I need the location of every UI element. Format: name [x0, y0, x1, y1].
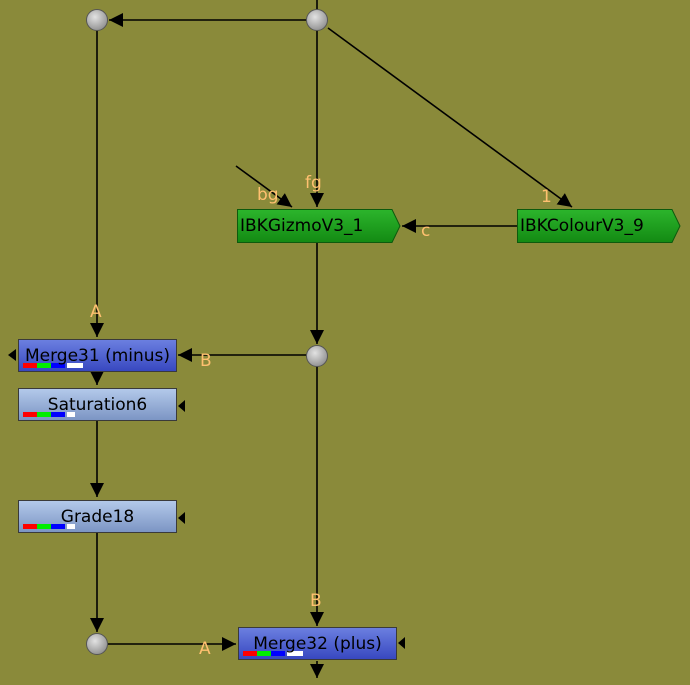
- dot-bottom-left[interactable]: [86, 633, 108, 655]
- merge31-input-a-label: A: [90, 302, 102, 322]
- grade18-mask-input-icon[interactable]: [178, 512, 185, 524]
- dot-top-left[interactable]: [86, 9, 108, 31]
- merge31-input-b-label: B: [200, 351, 212, 371]
- merge31-channel-green: [37, 363, 51, 368]
- merge31-channel-red: [23, 363, 37, 368]
- merge32-label: Merge32 (plus): [253, 634, 382, 654]
- saturation6-channel-green: [37, 412, 51, 417]
- ibkcolour-shape: [517, 209, 681, 243]
- grade18-channel-alpha: [67, 524, 75, 529]
- gizmo-input-fg-label: fg: [305, 173, 322, 193]
- merge32-channel-red: [243, 651, 257, 656]
- merge32-channel-alpha: [287, 651, 303, 656]
- node-merge32[interactable]: Merge32 (plus): [238, 627, 397, 660]
- saturation6-channel-blue: [51, 412, 65, 417]
- grade18-channel-green: [37, 524, 51, 529]
- merge31-channel-blue: [51, 363, 65, 368]
- dot-top[interactable]: [306, 9, 328, 31]
- merge31-mask-input-icon[interactable]: [8, 349, 16, 361]
- node-merge31[interactable]: Merge31 (minus): [18, 339, 177, 372]
- node-saturation6[interactable]: Saturation6: [18, 388, 177, 421]
- ibkgizmo-label: IBKGizmoV3_1: [240, 216, 364, 236]
- wire-gizmo-bg[interactable]: [235, 165, 293, 208]
- merge32-input-a-label: A: [199, 639, 211, 659]
- node-ibkcolour[interactable]: IBKColourV3_9: [517, 209, 681, 243]
- node-ibkgizmo[interactable]: IBKGizmoV3_1: [237, 209, 401, 243]
- saturation6-label: Saturation6: [47, 395, 148, 415]
- merge31-label: Merge31 (minus): [24, 346, 171, 366]
- grade18-label: Grade18: [60, 507, 135, 527]
- dot-middle[interactable]: [306, 345, 328, 367]
- grade18-channel-blue: [51, 524, 65, 529]
- merge32-input-b-label: B: [310, 591, 322, 611]
- gizmo-input-c-label: c: [421, 221, 431, 241]
- ibkgizmo-shape: [237, 209, 401, 243]
- saturation6-channel-red: [23, 412, 37, 417]
- merge32-mask-input-icon[interactable]: [398, 637, 405, 649]
- colour-input-1-label: 1: [541, 187, 552, 207]
- wire-topdot-to-colour-1[interactable]: [327, 27, 573, 208]
- ibkcolour-label: IBKColourV3_9: [520, 216, 644, 236]
- node-grade18[interactable]: Grade18: [18, 500, 177, 533]
- grade18-channel-red: [23, 524, 37, 529]
- merge32-channel-blue: [271, 651, 285, 656]
- saturation6-channel-alpha: [67, 412, 75, 417]
- gizmo-input-bg-label: bg: [257, 185, 279, 205]
- merge32-channel-green: [257, 651, 271, 656]
- saturation6-mask-input-icon[interactable]: [178, 400, 185, 412]
- merge31-channel-alpha: [67, 363, 83, 368]
